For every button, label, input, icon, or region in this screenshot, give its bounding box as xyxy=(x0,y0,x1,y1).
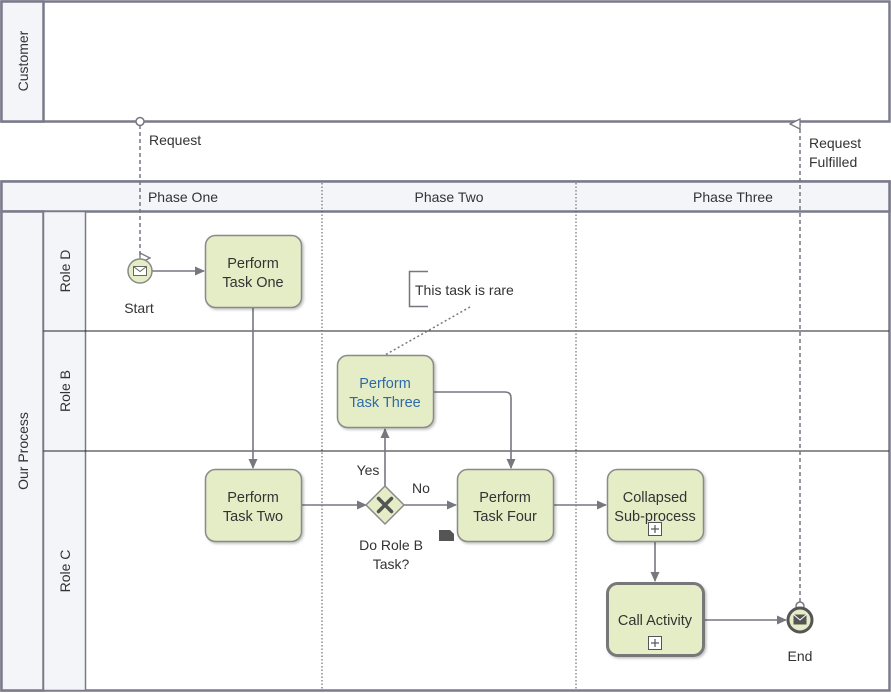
message-flow-request[interactable]: Request xyxy=(135,116,201,259)
gateway-no-label: No xyxy=(412,480,430,496)
start-event-label: Start xyxy=(124,300,154,316)
task-four-label-line1: Perform xyxy=(479,490,531,506)
x-icon xyxy=(376,496,394,514)
lane-label-role-c: Role C xyxy=(57,550,73,593)
collapsed-subprocess[interactable]: Collapsed Sub-process xyxy=(606,468,705,543)
process-pool-label: Our Process xyxy=(15,412,31,490)
sequence-flows xyxy=(152,266,787,625)
flow-task-three-to-task-four[interactable] xyxy=(434,391,516,469)
data-object-icon[interactable] xyxy=(439,530,454,541)
start-event[interactable]: Start xyxy=(124,258,154,316)
end-event[interactable]: End xyxy=(786,606,814,664)
process-pool: Our Process Role D Role B Role C Phase O… xyxy=(0,180,891,692)
task-two-label-line1: Perform xyxy=(227,490,279,506)
phase-three-label: Phase Three xyxy=(693,189,773,205)
request-fulfilled-label-line1: Request xyxy=(809,135,861,151)
expand-plus-icon[interactable] xyxy=(648,522,662,536)
text-annotation[interactable]: This task is rare xyxy=(384,270,529,356)
task-three-label-line1: Perform xyxy=(359,376,411,392)
end-event-label: End xyxy=(788,648,813,664)
task-perform-task-two[interactable]: Perform Task Two xyxy=(204,468,303,543)
lane-label-role-b: Role B xyxy=(57,370,73,412)
gateway-label-line2: Task? xyxy=(373,556,410,572)
call-activity[interactable]: Call Activity xyxy=(606,582,705,657)
task-three-label-line2: Task Three xyxy=(349,395,420,411)
phase-header-row xyxy=(0,180,891,213)
annotation-association xyxy=(384,306,471,356)
gateway-yes-label: Yes xyxy=(357,462,380,478)
task-perform-task-four[interactable]: Perform Task Four xyxy=(456,468,555,543)
phase-two-label: Phase Two xyxy=(414,189,483,205)
gateway-label-line1: Do Role B xyxy=(359,537,423,553)
call-activity-label: Call Activity xyxy=(618,613,693,629)
annotation-text: This task is rare xyxy=(415,282,514,298)
exclusive-gateway[interactable]: Do Role B Task? xyxy=(359,484,423,572)
task-one-label-line1: Perform xyxy=(227,256,279,272)
task-one-label-line2: Task One xyxy=(222,275,283,291)
subprocess-label-line2: Sub-process xyxy=(614,509,695,525)
message-flow-request-fulfilled[interactable]: Request Fulfilled xyxy=(796,124,861,611)
subprocess-label-line1: Collapsed xyxy=(623,490,688,506)
phase-one-label: Phase One xyxy=(148,189,218,205)
task-perform-task-three[interactable]: Perform Task Three xyxy=(336,354,435,429)
task-two-label-line2: Task Two xyxy=(223,509,283,525)
expand-plus-icon[interactable] xyxy=(648,636,662,650)
task-perform-task-one[interactable]: Perform Task One xyxy=(204,234,303,309)
request-fulfilled-label-line2: Fulfilled xyxy=(809,154,857,170)
request-label: Request xyxy=(149,132,201,148)
customer-pool: Customer xyxy=(0,0,891,123)
task-four-label-line2: Task Four xyxy=(473,509,537,525)
lane-label-role-d: Role D xyxy=(57,250,73,293)
customer-pool-label: Customer xyxy=(15,30,31,91)
